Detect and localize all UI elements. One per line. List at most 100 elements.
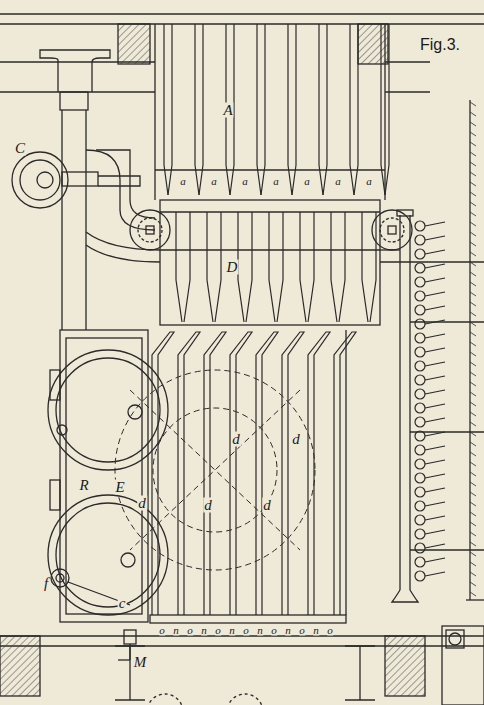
tube-line xyxy=(425,222,445,226)
tube-line xyxy=(425,334,445,338)
wall-hatch xyxy=(470,162,476,166)
wall-hatch xyxy=(470,102,476,106)
tube-line xyxy=(425,264,445,268)
part-letter: n xyxy=(257,625,263,636)
tube-end xyxy=(415,333,425,343)
tube-end xyxy=(415,501,425,511)
wall-hatch xyxy=(470,252,476,256)
wall-hatch xyxy=(470,512,476,516)
plate-line xyxy=(282,332,304,615)
tube-line xyxy=(425,572,445,576)
plate-line xyxy=(152,332,174,615)
part-letter: a xyxy=(273,176,279,187)
wall-hatch xyxy=(470,152,476,156)
wall-hatch xyxy=(470,382,476,386)
tube-line xyxy=(425,516,445,520)
part-letter: d xyxy=(137,496,147,511)
part-letter: a xyxy=(335,176,341,187)
plate-line xyxy=(199,24,203,195)
wall-hatch xyxy=(470,322,476,326)
funnel-line xyxy=(362,212,376,322)
tube-line xyxy=(425,530,445,534)
part-letter: o xyxy=(187,625,193,636)
wall-hatch xyxy=(470,172,476,176)
tube-line xyxy=(425,404,445,408)
wall-hatch xyxy=(470,492,476,496)
tube-line xyxy=(425,278,445,282)
tube-end xyxy=(415,235,425,245)
part-letter: A xyxy=(222,103,233,118)
part-letter: D xyxy=(226,260,239,275)
part-letter: n xyxy=(201,625,207,636)
wall-hatch xyxy=(470,472,476,476)
tube-line xyxy=(425,502,445,506)
plate-line xyxy=(178,332,200,615)
plate-line xyxy=(204,332,226,615)
part-letter: a xyxy=(366,176,372,187)
wall-hatch xyxy=(470,262,476,266)
tube-end xyxy=(415,487,425,497)
wall-hatch xyxy=(470,422,476,426)
tube-end xyxy=(415,221,425,231)
tube-end xyxy=(415,459,425,469)
plate-line xyxy=(292,24,296,195)
tube-line xyxy=(425,474,445,478)
part-letter: o xyxy=(215,625,221,636)
tube-line xyxy=(425,362,445,366)
tube-line xyxy=(425,460,445,464)
part-letter: d xyxy=(262,498,272,513)
part-letter: a xyxy=(242,176,248,187)
wall-hatch xyxy=(470,362,476,366)
wall-hatch xyxy=(470,592,476,596)
wall-hatch xyxy=(470,402,476,406)
part-letter: n xyxy=(313,625,319,636)
wall-hatch xyxy=(470,532,476,536)
part-letter: C xyxy=(14,141,26,156)
wall-hatch xyxy=(470,222,476,226)
wall-hatch xyxy=(470,132,476,136)
tube-line xyxy=(425,376,445,380)
tube-line xyxy=(425,236,445,240)
funnel-line xyxy=(269,212,283,322)
tube-end xyxy=(415,403,425,413)
tube-end xyxy=(415,431,425,441)
tube-end xyxy=(415,389,425,399)
plate-line xyxy=(350,24,354,195)
plate-line xyxy=(354,24,358,195)
tube-end xyxy=(415,291,425,301)
wall-hatch xyxy=(470,412,476,416)
wall-hatch xyxy=(470,242,476,246)
part-letter: d xyxy=(231,432,241,447)
funnel-line xyxy=(331,212,345,322)
wall-hatch xyxy=(470,542,476,546)
wall-hatch xyxy=(470,282,476,286)
wall-hatch xyxy=(470,332,476,336)
tube-end xyxy=(415,305,425,315)
wall-hatch xyxy=(470,192,476,196)
wall-hatch xyxy=(470,212,476,216)
funnel-line xyxy=(238,212,252,322)
tube-line xyxy=(425,348,445,352)
wall-hatch xyxy=(470,352,476,356)
wall-hatch xyxy=(470,392,476,396)
part-letter: a xyxy=(180,176,186,187)
part-letter: n xyxy=(229,625,235,636)
plate-line xyxy=(323,24,327,195)
tube-line xyxy=(425,544,445,548)
plate-line xyxy=(288,24,292,195)
wall-hatch xyxy=(470,232,476,236)
tube-line xyxy=(425,292,445,296)
part-letter: c xyxy=(118,596,127,611)
part-letter: o xyxy=(299,625,305,636)
tube-end xyxy=(415,263,425,273)
part-letter: R xyxy=(78,478,89,493)
tube-line xyxy=(425,250,445,254)
wall-hatch xyxy=(470,302,476,306)
tube-end xyxy=(415,571,425,581)
plate-line xyxy=(230,332,252,615)
part-letter: n xyxy=(285,625,291,636)
wall-hatch xyxy=(470,122,476,126)
tube-end xyxy=(415,277,425,287)
